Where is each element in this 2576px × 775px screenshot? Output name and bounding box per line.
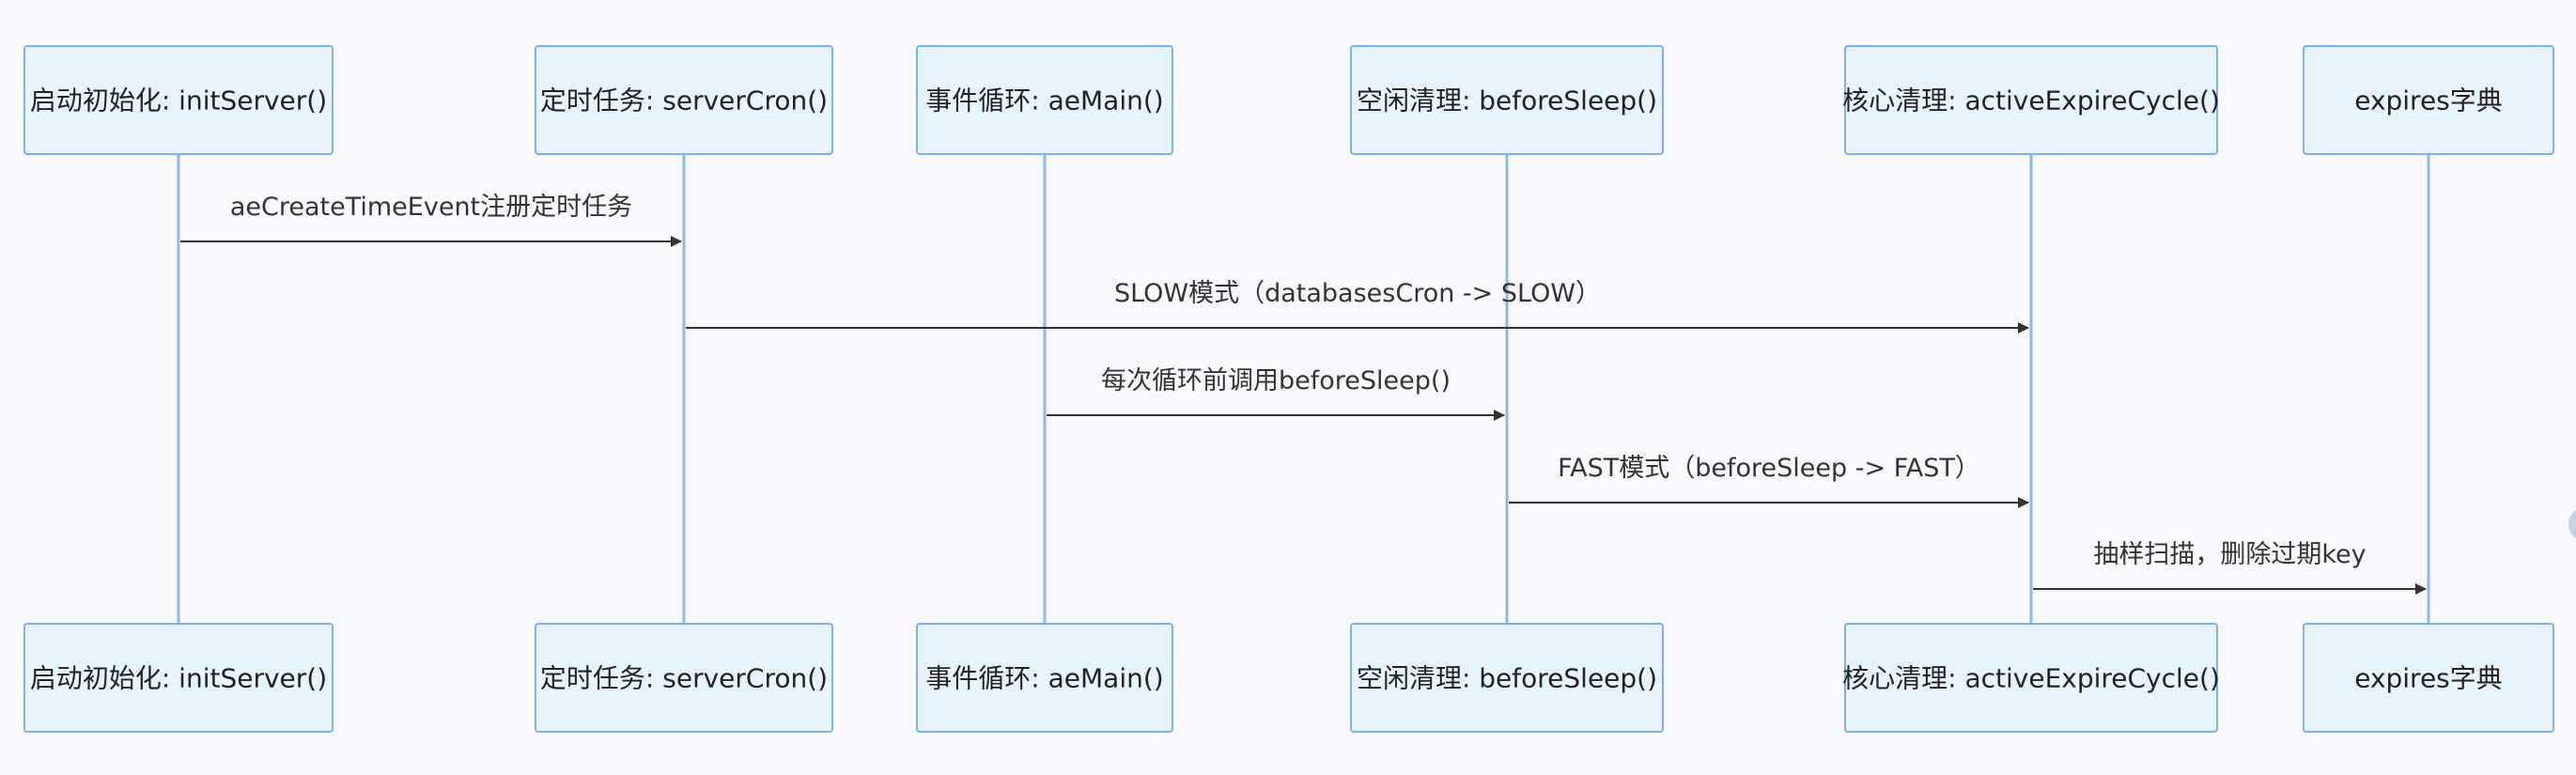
actor-label: 定时任务: serverCron()	[540, 85, 828, 116]
actor-label: 事件循环: aeMain()	[925, 85, 1163, 116]
actor-sleep-bottom: 空闲清理: beforeSleep()	[1350, 623, 1664, 733]
actor-dict-top: expires字典	[2303, 45, 2554, 155]
actor-cron-bottom: 定时任务: serverCron()	[535, 623, 833, 733]
actor-label: 定时任务: serverCron()	[540, 663, 828, 694]
actor-label: 启动初始化: initServer()	[30, 663, 327, 694]
actor-dict-bottom: expires字典	[2303, 623, 2554, 733]
message-label: SLOW模式（databasesCron -> SLOW）	[1114, 279, 1601, 308]
actors-layer: 启动初始化: initServer() 启动初始化: initServer() 定时…	[23, 45, 2554, 733]
actor-box	[1844, 45, 2218, 155]
actor-cron-top: 定时任务: serverCron()	[535, 45, 833, 155]
scroll-handle[interactable]	[2568, 507, 2576, 541]
message-3: 每次循环前调用beforeSleep()	[1047, 366, 1505, 421]
actor-label: 事件循环: aeMain()	[925, 663, 1163, 694]
message-2: SLOW模式（databasesCron -> SLOW）	[686, 279, 2029, 333]
actor-core-top: 核心清理: activeExpireCycle()	[1842, 45, 2220, 155]
actor-label: 空闲清理: beforeSleep()	[1357, 85, 1657, 116]
actor-label: 核心清理: activeExpireCycle()	[1842, 663, 2220, 694]
actor-box	[23, 45, 334, 155]
actor-label: 启动初始化: initServer()	[30, 85, 327, 116]
actor-label: expires字典	[2354, 85, 2503, 116]
actor-box	[535, 623, 833, 733]
actor-label: expires字典	[2354, 663, 2503, 694]
message-label: 每次循环前调用beforeSleep()	[1101, 366, 1451, 395]
actor-box	[916, 623, 1173, 733]
actor-loop-bottom: 事件循环: aeMain()	[916, 623, 1173, 733]
message-1: aeCreateTimeEvent注册定时任务	[180, 193, 682, 247]
messages-layer: aeCreateTimeEvent注册定时任务 SLOW模式（databasesC…	[180, 193, 2427, 595]
actor-box	[2303, 623, 2554, 733]
actor-box	[1350, 623, 1664, 733]
actor-box	[23, 623, 334, 733]
message-5: 抽样扫描，删除过期key	[2033, 540, 2427, 595]
actor-box	[916, 45, 1173, 155]
actor-box	[535, 45, 833, 155]
actor-box	[2303, 45, 2554, 155]
actor-label: 核心清理: activeExpireCycle()	[1842, 85, 2220, 116]
actor-init-top: 启动初始化: initServer()	[23, 45, 334, 155]
message-label: aeCreateTimeEvent注册定时任务	[230, 193, 632, 222]
actor-core-bottom: 核心清理: activeExpireCycle()	[1842, 623, 2220, 733]
message-label: FAST模式（beforeSleep -> FAST）	[1558, 454, 1980, 483]
actor-label: 空闲清理: beforeSleep()	[1357, 663, 1657, 694]
message-4: FAST模式（beforeSleep -> FAST）	[1509, 454, 2029, 508]
actor-box	[1350, 45, 1664, 155]
actor-sleep-top: 空闲清理: beforeSleep()	[1350, 45, 1664, 155]
actor-loop-top: 事件循环: aeMain()	[916, 45, 1173, 155]
actor-box	[1844, 623, 2218, 733]
message-label: 抽样扫描，删除过期key	[2093, 540, 2366, 569]
actor-init-bottom: 启动初始化: initServer()	[23, 623, 334, 733]
lifelines-layer	[177, 154, 2430, 624]
